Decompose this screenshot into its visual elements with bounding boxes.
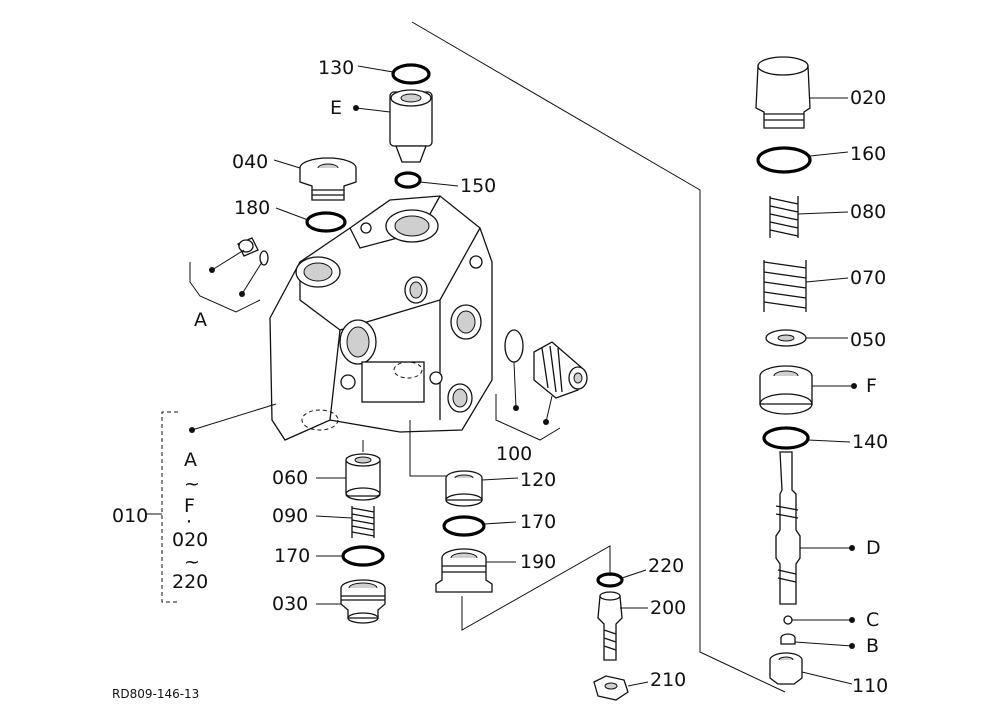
plug-110 bbox=[769, 652, 803, 685]
o-ring-220 bbox=[596, 572, 624, 588]
label-140: 140 bbox=[852, 431, 888, 453]
plug-190 bbox=[435, 548, 493, 593]
bracket-label-dot: · bbox=[186, 511, 192, 533]
label-190: 190 bbox=[520, 551, 556, 573]
label-e: E bbox=[330, 97, 342, 119]
label-120: 120 bbox=[520, 469, 556, 491]
cap-020 bbox=[755, 56, 811, 129]
label-060: 060 bbox=[272, 467, 308, 489]
label-080: 080 bbox=[850, 201, 886, 223]
washer-050 bbox=[765, 329, 807, 347]
spring-080 bbox=[769, 196, 799, 238]
label-070: 070 bbox=[850, 267, 886, 289]
plug-030 bbox=[340, 579, 386, 624]
label-030: 030 bbox=[272, 593, 308, 615]
bracket-010 bbox=[161, 411, 178, 603]
assembly-link-line bbox=[411, 21, 786, 693]
seat-120 bbox=[445, 470, 483, 507]
o-ring-170-mid bbox=[442, 515, 486, 537]
label-090: 090 bbox=[272, 505, 308, 527]
label-040: 040 bbox=[232, 151, 268, 173]
label-a: A bbox=[194, 309, 207, 331]
label-100: 100 bbox=[496, 443, 532, 465]
ball-c bbox=[783, 615, 793, 625]
label-f: F bbox=[866, 375, 877, 397]
spring-070 bbox=[763, 260, 807, 312]
o-ring-160 bbox=[756, 146, 812, 174]
label-200: 200 bbox=[650, 597, 686, 619]
label-220: 220 bbox=[648, 555, 684, 577]
bracket-label-020: 020 bbox=[172, 529, 208, 551]
label-d: D bbox=[866, 537, 881, 559]
valve-body-010 bbox=[269, 195, 493, 441]
drawing-code: RD809-146-13 bbox=[112, 687, 199, 701]
label-170-left: 170 bbox=[274, 545, 310, 567]
bracket-label-tilde-1: ~ bbox=[184, 473, 200, 495]
label-110: 110 bbox=[852, 675, 888, 697]
nut-210 bbox=[593, 675, 629, 701]
bracket-label-tilde-2: ~ bbox=[184, 551, 200, 573]
bracket-label-220: 220 bbox=[172, 571, 208, 593]
o-ring-150 bbox=[394, 171, 422, 189]
plug-040 bbox=[299, 157, 357, 201]
o-ring-130 bbox=[391, 63, 431, 85]
label-b: B bbox=[866, 635, 879, 657]
o-ring-170-left bbox=[341, 545, 385, 567]
assembly-f bbox=[759, 365, 813, 415]
cartridge-e bbox=[389, 89, 433, 163]
bracket-label-f: F bbox=[184, 495, 195, 517]
piston-060 bbox=[345, 453, 381, 501]
leader-lines bbox=[273, 65, 857, 687]
plug-group-a bbox=[189, 237, 269, 313]
label-130: 130 bbox=[318, 57, 354, 79]
fitting-group-100 bbox=[495, 329, 588, 441]
spool-d bbox=[775, 451, 801, 605]
label-150: 150 bbox=[460, 175, 496, 197]
label-010: 010 bbox=[112, 505, 148, 527]
o-ring-180 bbox=[305, 211, 347, 233]
spring-090 bbox=[351, 506, 375, 538]
o-ring-140 bbox=[762, 426, 810, 450]
screw-200 bbox=[597, 591, 623, 661]
label-180: 180 bbox=[234, 197, 270, 219]
label-050: 050 bbox=[850, 329, 886, 351]
label-170-mid: 170 bbox=[520, 511, 556, 533]
seat-b bbox=[780, 633, 796, 645]
label-c: C bbox=[866, 609, 879, 631]
label-210: 210 bbox=[650, 669, 686, 691]
part-labels: 130 E 040 150 180 A 100 010 A ~ F · 020 … bbox=[112, 57, 888, 701]
bracket-label-a: A bbox=[184, 449, 197, 471]
label-160: 160 bbox=[850, 143, 886, 165]
label-020: 020 bbox=[850, 87, 886, 109]
